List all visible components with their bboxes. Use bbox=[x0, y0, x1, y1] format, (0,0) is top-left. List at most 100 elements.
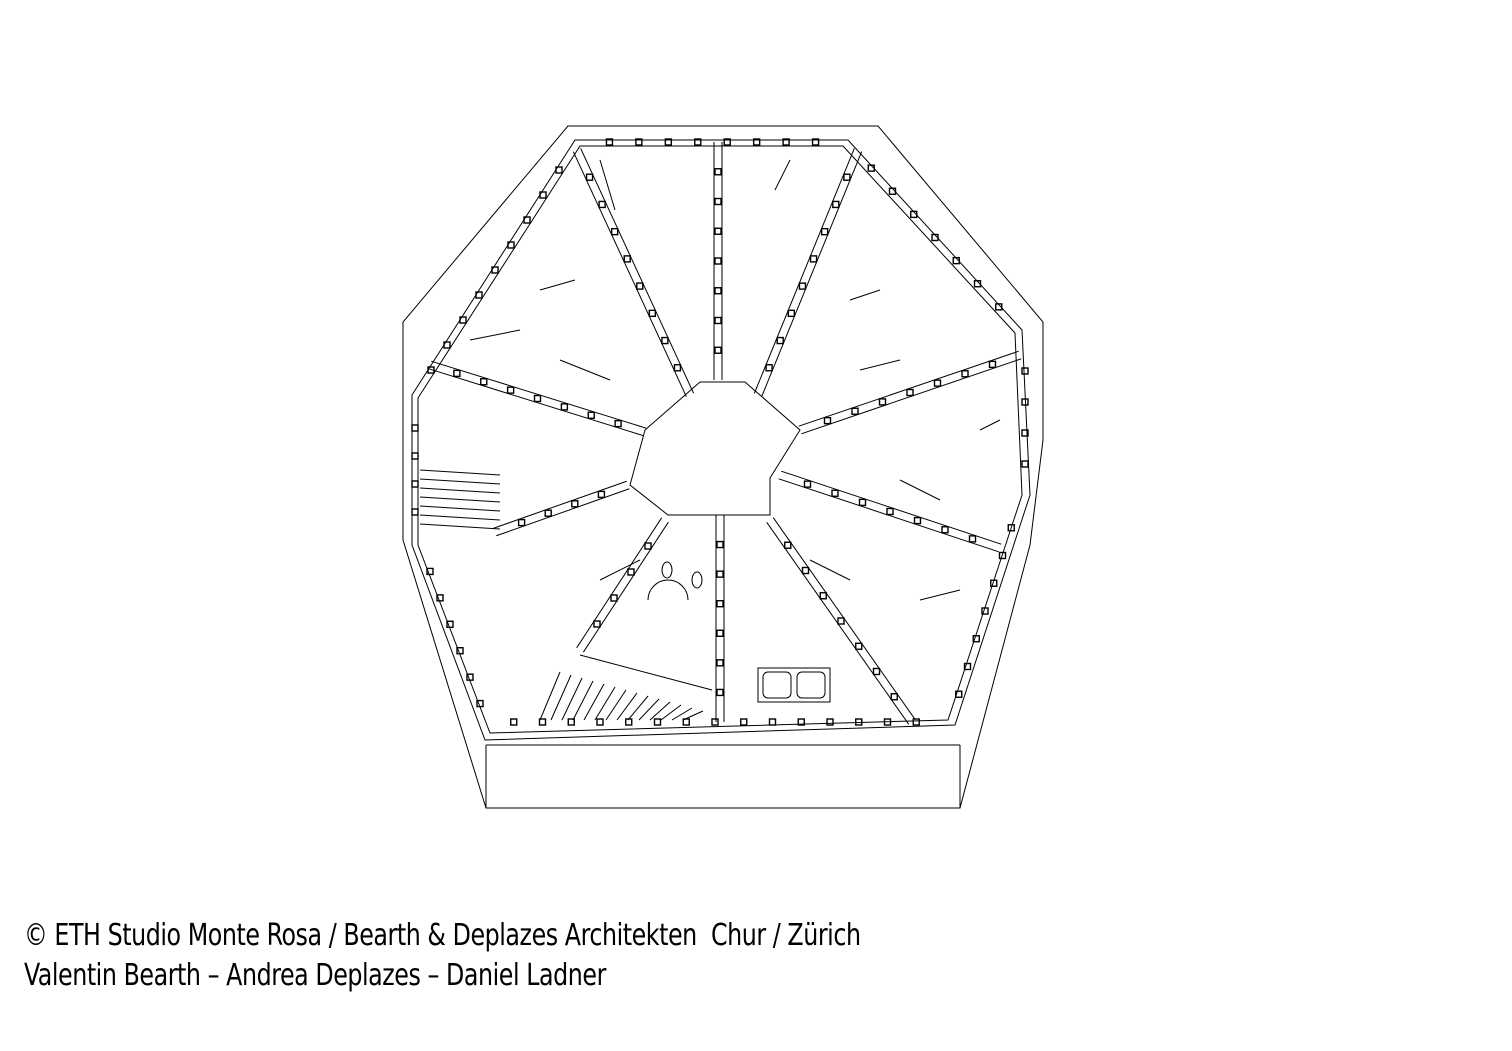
column-square bbox=[955, 690, 963, 698]
column-square bbox=[653, 718, 662, 726]
wall-line bbox=[431, 360, 647, 429]
column-square bbox=[593, 620, 601, 628]
column-square bbox=[968, 535, 977, 543]
stair-tread bbox=[572, 680, 594, 721]
column-square bbox=[973, 280, 982, 288]
column-square bbox=[605, 138, 614, 146]
column-square bbox=[972, 635, 980, 643]
column-square bbox=[952, 256, 960, 265]
stair-tread bbox=[660, 704, 682, 721]
partition-line bbox=[599, 159, 616, 211]
column-square bbox=[585, 173, 594, 181]
column-square bbox=[782, 138, 790, 146]
wall-line bbox=[572, 151, 687, 397]
column-square bbox=[456, 647, 464, 655]
column-square bbox=[837, 617, 845, 625]
column-square bbox=[851, 407, 859, 415]
stair-tread bbox=[649, 701, 671, 721]
column-square bbox=[517, 518, 526, 527]
wall-line bbox=[496, 488, 630, 537]
column-square bbox=[890, 693, 898, 701]
stair-tread bbox=[419, 469, 501, 476]
wall-line bbox=[753, 148, 855, 394]
column-square bbox=[714, 168, 722, 176]
column-square bbox=[436, 594, 444, 602]
column-square bbox=[459, 316, 467, 324]
column-square bbox=[673, 364, 682, 372]
column-square bbox=[858, 498, 867, 507]
wall-line bbox=[576, 517, 663, 649]
wall-line bbox=[781, 470, 1002, 545]
partition-line bbox=[469, 329, 521, 341]
wall-line bbox=[761, 151, 863, 397]
column-square bbox=[714, 227, 722, 235]
column-square bbox=[476, 699, 484, 708]
column-square bbox=[644, 542, 652, 550]
partition-line bbox=[774, 159, 791, 191]
column-square bbox=[809, 255, 818, 263]
column-square bbox=[597, 490, 606, 499]
column-square bbox=[480, 378, 488, 386]
column-square bbox=[614, 419, 622, 428]
column-square bbox=[819, 592, 827, 600]
column-square bbox=[716, 659, 724, 667]
stair-tread bbox=[638, 698, 660, 721]
column-square bbox=[1021, 367, 1029, 375]
column-square bbox=[648, 309, 657, 318]
column-square bbox=[610, 594, 618, 602]
partition-line bbox=[919, 589, 961, 601]
column-square bbox=[995, 303, 1003, 311]
column-square bbox=[598, 200, 606, 209]
stair-tread bbox=[419, 487, 501, 494]
column-square bbox=[963, 662, 972, 671]
column-square bbox=[765, 364, 773, 372]
column-square bbox=[941, 526, 949, 534]
column-square bbox=[872, 667, 881, 676]
column-square bbox=[1007, 524, 1015, 532]
column-square bbox=[933, 379, 942, 387]
column-square bbox=[596, 718, 604, 726]
stairs bbox=[419, 469, 713, 721]
column-square bbox=[443, 341, 451, 349]
stair-tread bbox=[605, 689, 627, 721]
column-square bbox=[716, 688, 724, 697]
column-square bbox=[555, 166, 563, 174]
column-square bbox=[931, 233, 939, 242]
wall-line bbox=[801, 358, 1022, 435]
wall-line bbox=[580, 148, 695, 394]
column-square bbox=[981, 607, 989, 615]
stair-tread bbox=[419, 496, 501, 503]
column-square bbox=[627, 568, 635, 576]
column-square bbox=[803, 480, 812, 488]
column-square bbox=[740, 718, 748, 726]
column-square bbox=[714, 257, 722, 265]
column-square bbox=[446, 620, 454, 628]
wall-line bbox=[778, 478, 999, 553]
column-square bbox=[886, 507, 894, 516]
partition-line bbox=[979, 419, 1001, 431]
column-square bbox=[998, 551, 1007, 560]
partition-line bbox=[899, 479, 941, 501]
column-square bbox=[625, 718, 633, 726]
column-square bbox=[716, 540, 724, 549]
column-square bbox=[623, 255, 631, 263]
column-square bbox=[752, 138, 761, 146]
floor-plan-drawing bbox=[402, 125, 1044, 809]
column-square bbox=[453, 369, 461, 378]
authors-caption: Valentin Bearth – Andrea Deplazes – Dani… bbox=[24, 958, 606, 993]
wall-line bbox=[798, 350, 1019, 427]
perimeter-wall bbox=[411, 139, 1031, 741]
column-square bbox=[910, 210, 918, 219]
stair-tread bbox=[419, 523, 501, 530]
column-square bbox=[466, 673, 474, 681]
column-square bbox=[571, 500, 579, 508]
column-square bbox=[990, 579, 998, 587]
stair-rail bbox=[579, 654, 713, 691]
column-square bbox=[811, 138, 820, 146]
column-square bbox=[855, 642, 863, 650]
column-square bbox=[714, 346, 722, 354]
stair-tread bbox=[419, 514, 501, 521]
stair-tread bbox=[419, 478, 501, 485]
central-hall bbox=[629, 381, 801, 516]
stair-tread bbox=[616, 692, 638, 721]
